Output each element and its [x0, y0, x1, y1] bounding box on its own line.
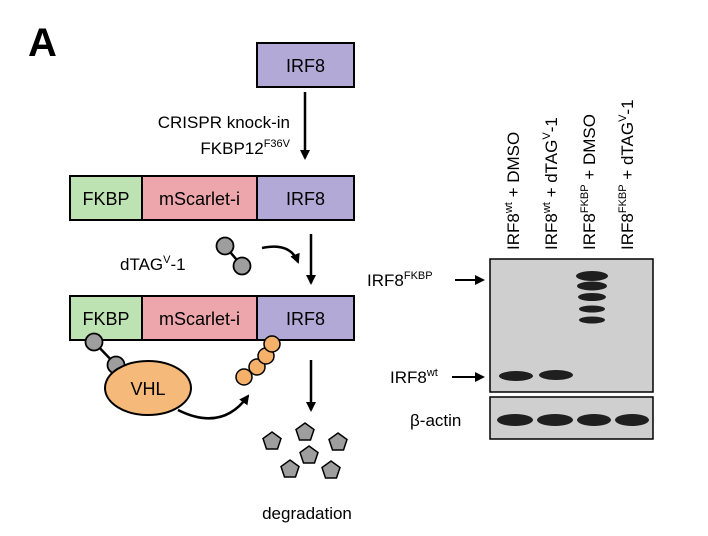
fkbp-label-1: FKBP [82, 189, 129, 209]
mscarlet-label-1: mScarlet-i [159, 189, 240, 209]
mscarlet-label-2: mScarlet-i [159, 309, 240, 329]
mscarlet-box-2 [141, 295, 258, 341]
band-lane1-irf8-wt [499, 371, 533, 381]
lane-label-4: IRF8FKBP + dTAGV-1 [617, 99, 637, 250]
irf8-label-1: IRF8 [286, 189, 325, 209]
irf8-label-2: IRF8 [286, 309, 325, 329]
band-lane3-irf8-fkbp [576, 271, 608, 324]
actin-bands [497, 414, 649, 426]
ubiquitination-curved-arrow [177, 394, 250, 420]
lane-label-2: IRF8wt + dTAGV-1 [541, 117, 561, 250]
irf8-box-top-label: IRF8 [286, 56, 325, 76]
fusion-construct-2: FKBP mScarlet-i IRF8 [69, 295, 355, 341]
band-label-fkbp: IRF8FKBP [367, 270, 433, 290]
crispr-note-line2: FKBP12F36V [200, 138, 290, 158]
irf8-box-2 [256, 295, 355, 341]
mscarlet-box-1 [141, 175, 258, 221]
fusion-construct-1: FKBP mScarlet-i IRF8 [69, 175, 355, 221]
dtag-label: dTAGV-1 [120, 254, 186, 274]
lane-label-1: IRF8wt + DMSO [503, 132, 523, 250]
vhl-ellipse [104, 360, 192, 416]
fkbp-box-1 [69, 175, 143, 221]
crispr-note-line1: CRISPR knock-in [158, 113, 290, 132]
dtag-molecule-icon [215, 236, 252, 276]
loading-control-label: β-actin [410, 411, 461, 430]
band-label-wt: IRF8wt [390, 367, 438, 387]
fkbp-box-2 [69, 295, 143, 341]
lane-labels: IRF8wt + DMSO IRF8wt + dTAGV-1 IRF8FKBP … [503, 99, 637, 250]
irf8-box-1 [256, 175, 355, 221]
ubiquitin-chain-icon [235, 335, 281, 386]
fragments-icon [262, 422, 348, 479]
irf8-box-top [256, 42, 355, 88]
lane-label-3: IRF8FKBP + DMSO [579, 114, 599, 250]
irf8-blot-panel [489, 258, 654, 393]
band-lane2-irf8-wt [539, 370, 573, 380]
fkbp-label-2: FKBP [82, 309, 129, 329]
degradation-label: degradation [262, 504, 352, 523]
vhl-label: VHL [130, 379, 165, 399]
binding-curved-arrow [261, 245, 300, 264]
panel-label: A [28, 21, 57, 65]
